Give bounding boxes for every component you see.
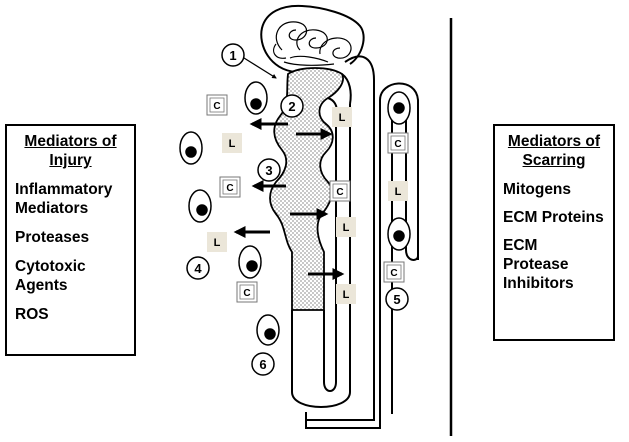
marker-2: 2 [280,94,304,118]
marker-5: 5 [385,287,409,311]
injury-item-inflammatory-mediators: Inflammatory Mediators [15,181,113,217]
scarring-item-mitogens: Mitogens [503,181,572,198]
descending-limb [291,104,351,408]
marker-6-label: 6 [259,357,266,372]
l-label-4: L [343,222,350,234]
cell-6 [387,91,411,125]
marker-4-label: 4 [194,261,202,276]
numbered-markers: 1 2 3 4 5 6 [186,43,409,376]
l-label-3: L [214,237,221,249]
cells [179,81,411,346]
descending-limb-inner [323,112,337,392]
c-label-6: C [390,268,397,279]
marker-5-label: 5 [393,292,400,307]
c-box-1: C [206,94,228,116]
marker-3-label: 3 [265,163,272,178]
marker-3: 3 [257,158,281,182]
glomerulus-tuft [273,21,352,66]
scarring-item-ecm-protease-inhibitors: ECM Protease Inhibitors [503,237,574,292]
cell-5 [256,314,280,346]
c-label-4: C [336,187,343,198]
l-box-5: L [388,181,408,201]
bowman-capsule [260,4,365,73]
c-box-5: C [387,132,409,154]
loop-connector [341,73,352,105]
l-box-6: L [336,284,356,304]
l-box-2: L [332,107,352,127]
mediators-of-injury-panel: Mediators of Injury Inflammatory Mediato… [5,124,136,356]
ascending-limb-base [305,420,381,429]
cell-2 [179,131,203,165]
c-label-3: C [243,288,250,299]
c-box-6: C [383,261,405,283]
cell-4 [238,245,262,279]
l-boxes: L L L L L L [207,107,408,304]
marker-1-arrow [243,57,277,79]
c-boxes: C C C C C C [206,94,409,303]
cell-3 [188,189,212,223]
marker-1: 1 [221,43,245,67]
l-box-4: L [336,217,356,237]
efflux-arrows [233,118,345,280]
c-label-5: C [394,139,401,150]
l-label-1: L [229,138,236,150]
injury-item-cytotoxic-agents: Cytotoxic Agents [15,258,86,294]
l-label-2: L [339,112,346,124]
marker-6: 6 [251,352,275,376]
marker-4: 4 [186,256,210,280]
ascending-limb [379,82,419,420]
mediators-of-scarring-title: Mediators of Scarring [507,133,601,169]
c-box-4: C [329,180,351,202]
injury-item-ros: ROS [15,306,49,323]
marker-1-label: 1 [229,48,236,63]
c-label-1: C [213,101,220,112]
cell-7 [387,217,411,251]
l-label-6: L [343,289,350,301]
l-box-3: L [207,232,227,252]
mediators-of-injury-title: Mediators of Injury [24,133,117,169]
l-box-1: L [222,133,242,153]
c-box-2: C [219,176,241,198]
c-box-3: C [236,281,258,303]
c-label-2: C [226,183,233,194]
cell-1 [244,81,268,115]
mediators-of-scarring-panel: Mediators of Scarring Mitogens ECM Prote… [493,124,615,341]
scarring-item-ecm-proteins: ECM Proteins [503,209,604,226]
l-label-5: L [395,186,402,198]
marker-2-label: 2 [288,99,295,114]
injury-item-proteases: Proteases [15,229,90,246]
loop-of-henle-outer [305,55,375,421]
